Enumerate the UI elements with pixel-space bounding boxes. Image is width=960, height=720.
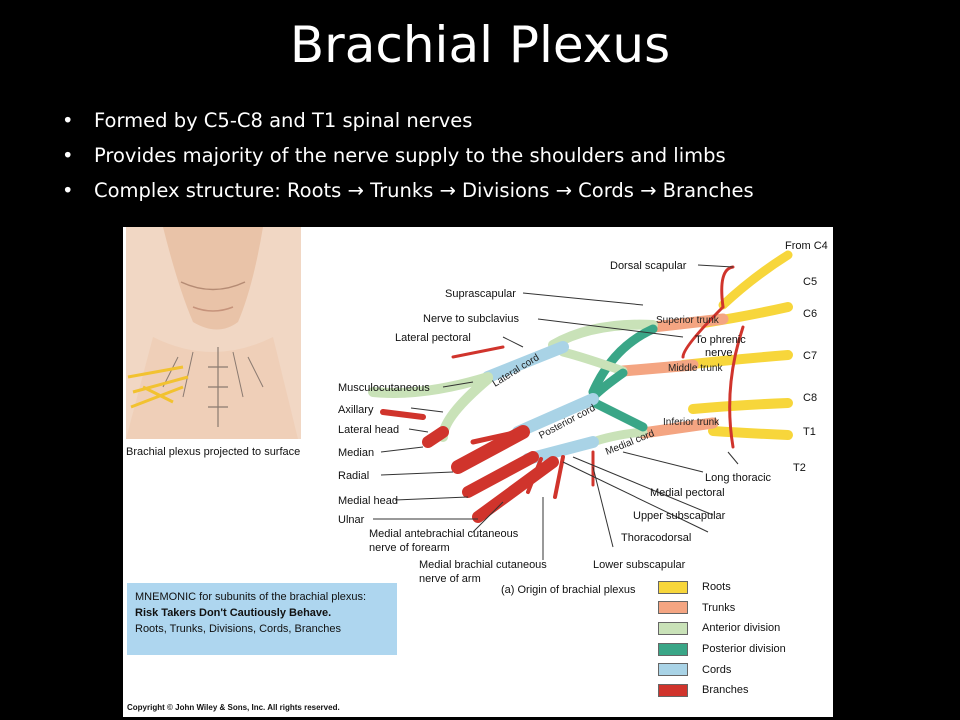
label-ulnar: Ulnar bbox=[338, 514, 365, 526]
label-from-c4: From C4 bbox=[785, 240, 828, 252]
legend-label: Posterior division bbox=[702, 643, 786, 656]
label-lateral-pectoral: Lateral pectoral bbox=[395, 332, 471, 344]
label-medial-pectoral: Medial pectoral bbox=[650, 487, 725, 499]
label-upper-subscapular: Upper subscapular bbox=[633, 510, 726, 522]
label-musculocutaneous: Musculocutaneous bbox=[338, 382, 430, 394]
tag-superior-trunk: Superior trunk bbox=[656, 315, 720, 326]
origin-caption: (a) Origin of brachial plexus bbox=[501, 584, 636, 596]
tag-middle-trunk: Middle trunk bbox=[668, 363, 723, 374]
legend-swatch bbox=[658, 683, 688, 697]
label-lateral-head: Lateral head bbox=[338, 424, 399, 436]
label-c7: C7 bbox=[803, 350, 817, 362]
slide-title: Brachial Plexus bbox=[289, 16, 671, 74]
legend-item-roots: Roots bbox=[658, 577, 786, 598]
label-lower-subscapular: Lower subscapular bbox=[593, 559, 686, 571]
label-dorsal-scapular: Dorsal scapular bbox=[610, 260, 687, 272]
label-medial-brachial-2: nerve of arm bbox=[419, 573, 481, 585]
legend-item-anterior-division: Anterior division bbox=[658, 618, 786, 639]
bullet-item: Formed by C5-C8 and T1 spinal nerves bbox=[62, 103, 754, 138]
mnemonic-line-2: Roots, Trunks, Divisions, Cords, Branche… bbox=[135, 623, 342, 635]
label-axillary: Axillary bbox=[338, 404, 374, 416]
mnemonic-box: MNEMONIC for subunits of the brachial pl… bbox=[127, 583, 397, 655]
label-medial-antebrachial: Medial antebrachial cutaneous bbox=[369, 528, 519, 540]
legend-swatch bbox=[658, 621, 688, 635]
label-medial-head: Medial head bbox=[338, 495, 398, 507]
surface-caption: Brachial plexus projected to surface bbox=[126, 446, 301, 458]
legend-swatch bbox=[658, 580, 688, 594]
legend-item-cords: Cords bbox=[658, 659, 786, 680]
tag-inferior-trunk: Inferior trunk bbox=[663, 417, 720, 428]
leader-lines bbox=[373, 264, 739, 560]
plexus-diagram: From C4 C5 C6 C7 C8 T1 T2 Dorsal scapula… bbox=[126, 227, 828, 585]
bullet-item: Complex structure: Roots → Trunks → Divi… bbox=[62, 173, 754, 208]
branches bbox=[380, 265, 745, 523]
label-long-thoracic: Long thoracic bbox=[705, 472, 772, 484]
legend-item-branches: Branches bbox=[658, 680, 786, 701]
label-c8: C8 bbox=[803, 392, 817, 404]
legend-item-posterior-division: Posterior division bbox=[658, 639, 786, 660]
label-to-phrenic-2: nerve bbox=[705, 347, 733, 359]
label-medial-antebrachial-2: nerve of forearm bbox=[369, 542, 450, 554]
legend-swatch bbox=[658, 642, 688, 656]
label-c5: C5 bbox=[803, 276, 817, 288]
bullet-list: Formed by C5-C8 and T1 spinal nerves Pro… bbox=[62, 103, 754, 208]
legend-label: Cords bbox=[702, 663, 732, 676]
legend-label: Branches bbox=[702, 684, 749, 697]
legend-label: Roots bbox=[702, 581, 731, 594]
label-c6: C6 bbox=[803, 308, 817, 320]
copyright-notice: Copyright © John Wiley & Sons, Inc. All … bbox=[127, 703, 340, 712]
legend-item-trunks: Trunks bbox=[658, 598, 786, 619]
label-thoracodorsal: Thoracodorsal bbox=[621, 532, 691, 544]
label-nerve-to-subclavius: Nerve to subclavius bbox=[423, 313, 519, 325]
color-legend: Roots Trunks Anterior division Posterior… bbox=[658, 577, 786, 701]
mnemonic-heading: MNEMONIC for subunits of the brachial pl… bbox=[135, 591, 367, 603]
label-median: Median bbox=[338, 447, 374, 459]
legend-label: Trunks bbox=[702, 601, 736, 614]
legend-swatch bbox=[658, 601, 688, 615]
label-to-phrenic: To phrenic bbox=[695, 334, 746, 346]
surface-illustration bbox=[126, 227, 301, 439]
legend-swatch bbox=[658, 663, 688, 677]
legend-label: Anterior division bbox=[702, 622, 781, 635]
label-suprascapular: Suprascapular bbox=[445, 288, 516, 300]
brachial-plexus-figure: From C4 C5 C6 C7 C8 T1 T2 Dorsal scapula… bbox=[123, 227, 833, 717]
label-radial: Radial bbox=[338, 470, 369, 482]
bullet-item: Provides majority of the nerve supply to… bbox=[62, 138, 754, 173]
mnemonic-line-1: Risk Takers Don't Cautiously Behave. bbox=[135, 607, 332, 619]
roots bbox=[678, 250, 793, 440]
label-t2: T2 bbox=[793, 462, 806, 474]
label-medial-brachial: Medial brachial cutaneous bbox=[419, 559, 547, 571]
label-t1: T1 bbox=[803, 426, 816, 438]
